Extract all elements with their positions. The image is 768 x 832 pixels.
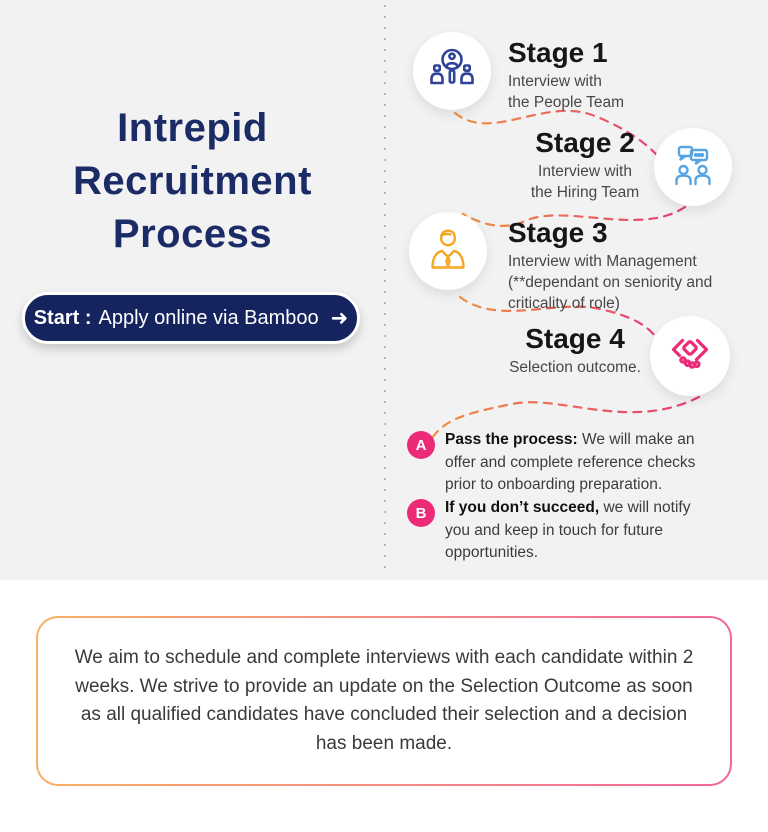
stage1-title: Stage 1	[508, 37, 608, 68]
outcome-a-body: We will make an offer and complete refer…	[445, 431, 696, 493]
start-button[interactable]: Start : Apply online via Bamboo ➜	[22, 292, 360, 344]
outcome-a-letter: A	[415, 436, 427, 454]
stage3-desc-line: (**dependant on seniority and	[508, 274, 713, 291]
stage2-icon-circle	[654, 128, 732, 206]
outcome-b-body: we will notify you and keep in touch for…	[445, 499, 691, 561]
section-divider	[384, 5, 386, 577]
stage1-icon-circle	[413, 32, 491, 110]
page-title-line: Intrepid	[117, 106, 268, 150]
stage1-block: Stage 1 Interview with the People Team	[508, 38, 624, 113]
handshake-icon	[666, 330, 714, 383]
stage2-block: Stage 2 Interview with the Hiring Team	[495, 128, 675, 203]
chat-people-icon	[670, 142, 716, 193]
outcome-b-letter: B	[415, 504, 427, 522]
process-panel: Intrepid Recruitment Process Start : App…	[0, 0, 768, 580]
outcome-b-text: If you don’t succeed, we will notify you…	[445, 497, 717, 565]
stage2-desc-line: Interview with	[538, 163, 632, 180]
stage1-desc-line: Interview with	[508, 73, 602, 90]
start-button-label-bold: Start :	[33, 306, 92, 329]
arrow-right-icon: ➜	[330, 306, 349, 330]
outcome-b-badge: B	[407, 499, 435, 527]
stage2-title: Stage 2	[535, 127, 635, 158]
stage4-icon-circle	[650, 316, 730, 396]
outcome-b-lead: If you don’t succeed,	[445, 499, 600, 516]
stage3-title: Stage 3	[508, 217, 608, 248]
page-title-line: Recruitment	[73, 159, 312, 203]
page-title-line: Process	[112, 212, 273, 256]
start-button-label: Apply online via Bamboo	[98, 306, 319, 329]
stage2-desc-line: the Hiring Team	[530, 184, 640, 201]
stage4-block: Stage 4 Selection outcome.	[480, 324, 670, 378]
outcome-a-text: Pass the process: We will make an offer …	[445, 429, 717, 497]
summary-section: We aim to schedule and complete intervie…	[0, 580, 768, 832]
stage3-block: Stage 3 Interview with Management (**dep…	[508, 218, 712, 314]
stage3-desc-line: Interview with Management	[508, 253, 697, 270]
page-title: Intrepid Recruitment Process	[30, 102, 355, 261]
summary-note-text: We aim to schedule and complete intervie…	[74, 647, 694, 754]
stage1-desc-line: the People Team	[508, 94, 625, 111]
outcome-a-badge: A	[407, 431, 435, 459]
stage4-title: Stage 4	[525, 323, 625, 354]
stage3-icon-circle	[409, 212, 487, 290]
people-search-icon	[428, 45, 476, 98]
stage3-desc-line: criticality of role)	[508, 295, 620, 312]
manager-icon	[425, 226, 471, 277]
stage4-desc-line: Selection outcome.	[509, 359, 641, 376]
summary-note-card: We aim to schedule and complete intervie…	[36, 616, 732, 786]
outcome-a-lead: Pass the process:	[445, 431, 578, 448]
